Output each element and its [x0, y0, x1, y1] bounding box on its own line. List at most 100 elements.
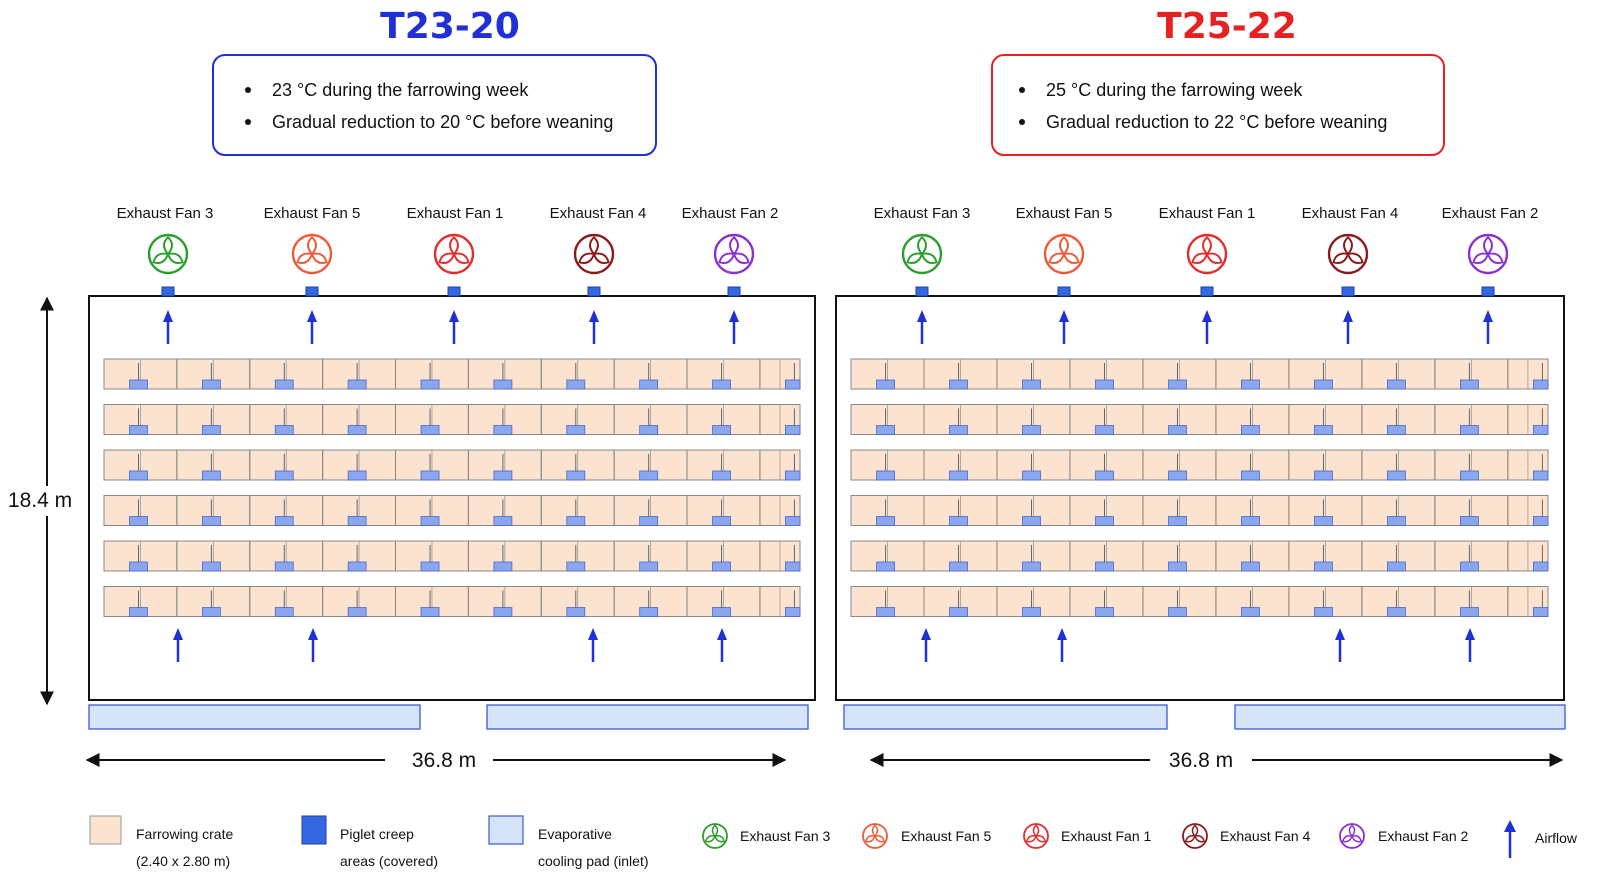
- fan-outlet: [915, 286, 929, 297]
- fan-icon: [573, 233, 615, 275]
- piglet-creep-area: [1387, 561, 1406, 572]
- piglet-creep-area: [876, 607, 895, 617]
- fan-label: Exhaust Fan 3: [117, 205, 214, 222]
- piglet-creep-area: [1314, 425, 1333, 435]
- setting-bullet: Gradual reduction to 22 °C before weanin…: [1046, 112, 1387, 132]
- settings-box: [212, 54, 657, 156]
- exhaust-fan: Exhaust Fan 5: [1016, 205, 1113, 275]
- piglet-creep-area: [785, 425, 801, 435]
- piglet-creep-area: [1095, 425, 1114, 435]
- piglet-creep-area: [566, 425, 586, 435]
- piglet-creep-area: [1241, 561, 1260, 572]
- piglet-creep-area: [1314, 470, 1333, 481]
- piglet-creep-area: [1460, 379, 1479, 390]
- piglet-creep-area: [274, 607, 294, 617]
- piglet-creep-area: [493, 379, 513, 390]
- piglet-creep-area: [1533, 607, 1549, 617]
- exhaust-fan: Exhaust Fan 3: [117, 205, 214, 275]
- piglet-creep-area: [785, 516, 801, 526]
- panel-title: T23-20: [380, 6, 520, 47]
- fan-outlet: [305, 286, 319, 297]
- piglet-creep-area: [876, 379, 895, 390]
- piglet-creep-area: [201, 607, 221, 617]
- piglet-creep-area: [1533, 425, 1549, 435]
- crate-row: [850, 449, 1549, 481]
- piglet-creep-area: [1460, 516, 1479, 526]
- piglet-creep-area: [1022, 470, 1041, 481]
- piglet-creep-area: [1387, 379, 1406, 390]
- airflow-arrowhead: [1057, 628, 1067, 640]
- settings-box: [991, 54, 1445, 156]
- airflow-arrowhead: [717, 628, 727, 640]
- piglet-creep-area: [420, 425, 440, 435]
- piglet-creep-area: [1533, 561, 1549, 572]
- piglet-creep-area: [420, 607, 440, 617]
- fan-label: Exhaust Fan 1: [407, 205, 504, 222]
- piglet-creep-area: [347, 561, 367, 572]
- fan-2-icon: [1339, 823, 1365, 849]
- piglet-creep-area: [876, 516, 895, 526]
- piglet-creep-area: [1314, 561, 1333, 572]
- legend-crate-swatch: [89, 815, 122, 845]
- piglet-creep-area: [566, 470, 586, 481]
- fan-icon: [433, 233, 475, 275]
- fan-outlet: [1481, 286, 1495, 297]
- piglet-creep-area: [1387, 516, 1406, 526]
- piglet-creep-area: [201, 379, 221, 390]
- legend-fan: Exhaust Fan 4: [1182, 823, 1310, 849]
- piglet-creep-area: [129, 425, 148, 435]
- height-label-bg: [2, 486, 80, 516]
- piglet-creep-area: [949, 516, 968, 526]
- fan-outlet: [1200, 286, 1214, 297]
- crate-row: [103, 358, 801, 390]
- exhaust-fan: Exhaust Fan 4: [1302, 205, 1398, 275]
- piglet-creep-area: [129, 607, 148, 617]
- exhaust-fan: Exhaust Fan 5: [264, 205, 360, 275]
- bullet-dot: [245, 119, 251, 125]
- fan-label: Exhaust Fan 5: [1016, 205, 1113, 222]
- piglet-creep-area: [201, 516, 221, 526]
- piglet-creep-area: [639, 425, 659, 435]
- width-dimension-label: 36.8 m: [1169, 749, 1233, 772]
- crate-row: [850, 358, 1549, 390]
- piglet-creep-area: [1022, 561, 1041, 572]
- piglet-creep-area: [201, 425, 221, 435]
- piglet-creep-area: [129, 516, 148, 526]
- exhaust-fan: Exhaust Fan 4: [550, 205, 646, 275]
- piglet-creep-area: [566, 379, 586, 390]
- piglet-creep-area: [274, 470, 294, 481]
- airflow-arrowhead: [1483, 310, 1493, 322]
- airflow-arrowhead: [729, 310, 739, 322]
- fan-icon: [1327, 233, 1369, 275]
- crate-row: [850, 495, 1549, 526]
- width-dimension-label: 36.8 m: [412, 749, 476, 772]
- fan-outlet: [587, 286, 601, 297]
- piglet-creep-area: [1314, 379, 1333, 390]
- crate-row: [850, 540, 1549, 572]
- piglet-creep-area: [1095, 561, 1114, 572]
- piglet-creep-area: [493, 607, 513, 617]
- fan-icon: [291, 233, 333, 275]
- airflow-arrowhead: [307, 310, 317, 322]
- legend-crate-size: (2.40 x 2.80 m): [136, 853, 230, 869]
- legend-fan-label: Exhaust Fan 5: [901, 828, 991, 844]
- legend-pad-label: Evaporative: [538, 826, 612, 842]
- piglet-creep-area: [1022, 516, 1041, 526]
- piglet-creep-area: [1460, 470, 1479, 481]
- piglet-creep-area: [639, 561, 659, 572]
- legend-fan: Exhaust Fan 2: [1339, 823, 1468, 849]
- piglet-creep-area: [876, 561, 895, 572]
- piglet-creep-area: [347, 425, 367, 435]
- piglet-creep-area: [274, 425, 294, 435]
- piglet-creep-area: [1387, 425, 1406, 435]
- piglet-creep-area: [1460, 561, 1479, 572]
- legend-creep-swatch: [301, 815, 327, 845]
- piglet-creep-area: [347, 516, 367, 526]
- legend-fan: Exhaust Fan 3: [702, 823, 830, 849]
- piglet-creep-area: [347, 470, 367, 481]
- fan-1-icon: [1023, 823, 1049, 849]
- setting-bullet: 25 °C during the farrowing week: [1046, 80, 1303, 100]
- piglet-creep-area: [949, 379, 968, 390]
- crate-row: [103, 404, 801, 435]
